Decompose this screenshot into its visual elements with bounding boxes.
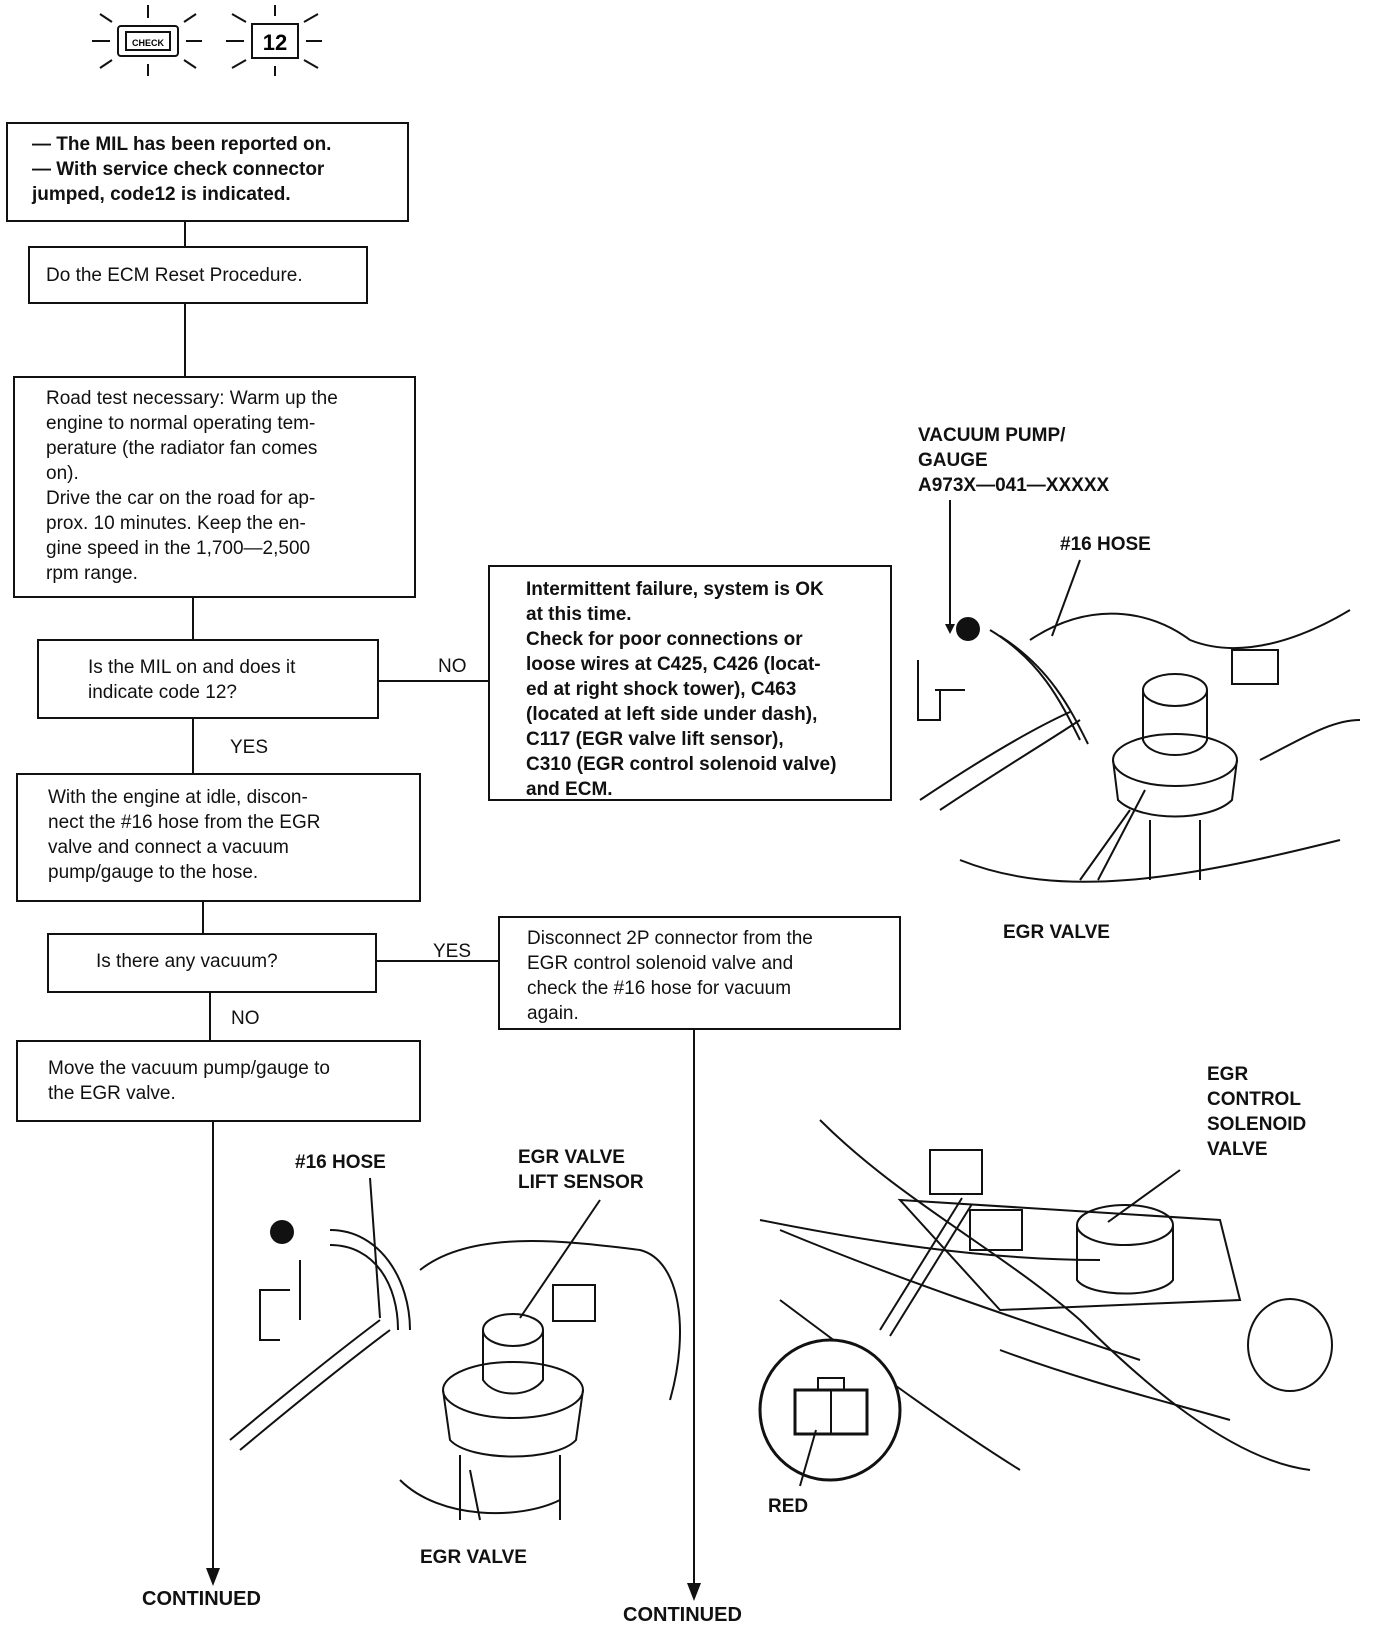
code-badge-icon [226,5,322,76]
hose-label-top: #16 HOSE [1060,534,1151,555]
intermittent-failure-text: Intermittent failure, system is OK at th… [526,579,837,800]
no-label-2: NO [231,1008,260,1029]
vacuum-gauge-top-icon [956,617,980,641]
disconnect-connector-text: Disconnect 2P connector from the EGR con… [527,928,813,1024]
red-connector-label: RED [768,1496,809,1517]
continued-left: CONTINUED [142,1588,261,1610]
reset-procedure-text: Do the ECM Reset Procedure. [46,265,303,286]
move-pump-box: Move the vacuum pump/gauge to the EGR va… [16,1040,421,1122]
vacuum-gauge-bottom-icon [270,1220,294,1244]
flow-connectors [184,220,695,1590]
yes-label-1: YES [230,737,269,758]
flow-arrowheads [206,1568,701,1601]
vacuum-question-box: Is there any vacuum? [47,933,377,993]
vacuum-question-text: Is there any vacuum? [96,951,278,972]
check-icon-text: CHECK [132,38,165,48]
intermittent-failure-box: Intermittent failure, system is OK at th… [488,565,892,801]
reset-procedure-box: Do the ECM Reset Procedure. [28,246,368,304]
check-engine-blink-icon [92,5,202,76]
code-badge-text: 12 [263,30,287,55]
egr-valve-illustration-bottom [229,1177,681,1521]
solenoid-valve-illustration [759,1119,1333,1471]
egr-valve-illustration-top [917,500,1361,883]
vacuum-pump-label: VACUUM PUMP/ GAUGE A973X—041—XXXXX [918,425,1110,496]
mil-question-text: Is the MIL on and does it indicate code … [88,657,296,703]
disconnect-hose-text: With the engine at idle, discon- nect th… [48,787,321,883]
road-test-box: Road test necessary: Warm up the engine … [13,376,416,598]
move-pump-text: Move the vacuum pump/gauge to the EGR va… [48,1058,331,1104]
egr-valve-label-top: EGR VALVE [1003,922,1110,943]
disconnect-hose-box: With the engine at idle, discon- nect th… [16,773,421,902]
disconnect-connector-box: Disconnect 2P connector from the EGR con… [498,916,901,1030]
no-label-1: NO [438,656,467,677]
symptom-box: — The MIL has been reported on. — With s… [6,122,409,222]
hose-label-bottom: #16 HOSE [295,1152,386,1173]
mil-question-box: Is the MIL on and does it indicate code … [37,639,379,719]
solenoid-valve-label: EGR CONTROL SOLENOID VALVE [1207,1064,1307,1160]
symptom-text: — The MIL has been reported on. — With s… [32,134,332,205]
egr-lift-sensor-label: EGR VALVE LIFT SENSOR [518,1147,644,1193]
red-connector-inset [758,1338,902,1487]
arrow-pump-top [945,624,955,634]
yes-label-2: YES [433,941,472,962]
road-test-text: Road test necessary: Warm up the engine … [46,388,338,584]
egr-valve-label-bottom: EGR VALVE [420,1547,527,1568]
